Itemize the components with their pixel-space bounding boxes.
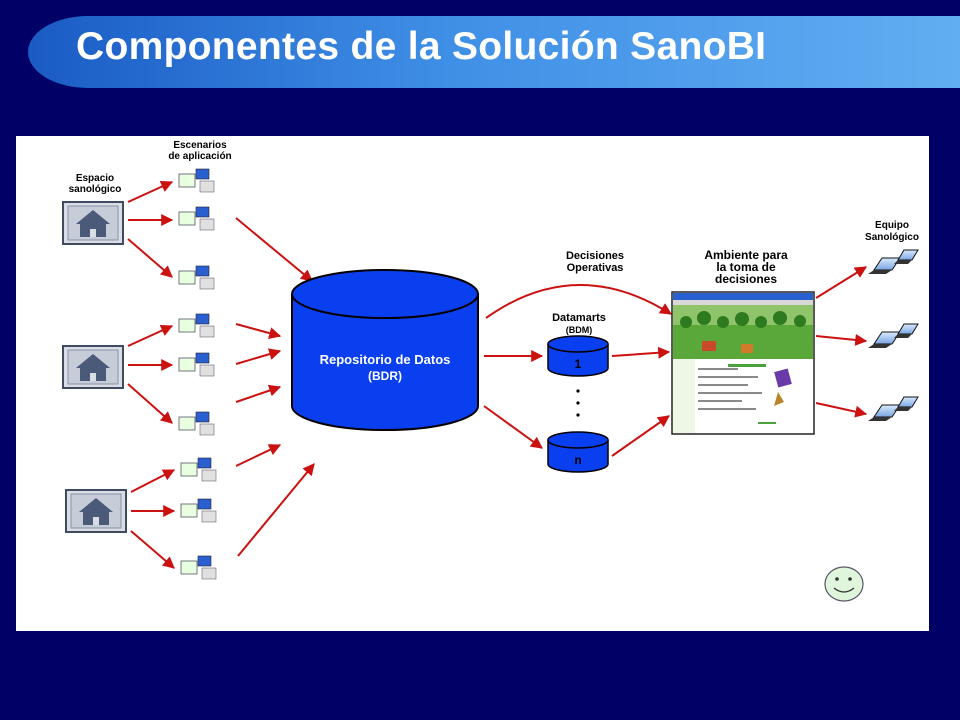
arrow-operational-decisions [485,284,673,319]
document-icon [178,168,215,193]
datamarts-label-line1: Datamarts [552,312,606,324]
arrows-to-datamarts [483,346,671,457]
decisions-label-line2: Operativas [567,262,624,274]
repository-database [291,269,479,431]
document-icon [178,411,215,436]
laptop-icon [868,249,919,274]
document-icon [178,206,215,231]
space-label-line1: Espacio [76,173,114,184]
document-icon [180,498,217,523]
datamart-database [547,431,609,473]
arrows-to-team [815,266,868,418]
arrows-scenarios-to-repository [235,217,315,557]
laptop-icon [868,396,919,421]
document-icon [178,352,215,377]
repository-label-line1: Repositorio de Datos [320,352,451,367]
smiley-face-icon [824,566,864,602]
ellipsis-dots [576,389,580,417]
datamarts-label-line2: (BDM) [566,325,593,335]
repository-label-line2: (BDR) [368,369,402,383]
scenarios-label-line1: Escenarios [173,140,227,151]
house-icon [62,345,124,389]
title-band [28,16,960,88]
page-title: Componentes de la Solución SanoBI [76,25,767,68]
team-label-line1: Equipo [875,220,909,231]
decisions-label-line1: Decisiones [566,250,624,262]
datamart-last-label: n [574,453,581,467]
decision-environment-screenshot [671,291,815,435]
diagram-canvas: Escenarios de aplicación Espacio sanológ… [16,136,929,631]
environment-label-line1: Ambiente para [704,248,788,262]
laptop-icon [868,323,919,348]
environment-label-line2: la toma de [716,260,776,274]
arrows-house-to-scenarios [127,181,176,569]
document-icon [180,457,217,482]
datamart-first-label: 1 [575,357,582,371]
datamart-database [547,335,609,377]
house-icon [65,489,127,533]
document-icon [178,265,215,290]
document-icon [178,313,215,338]
document-icon [180,555,217,580]
house-icon [62,201,124,245]
scenarios-label-line2: de aplicación [168,151,231,162]
team-label-line2: Sanológico [865,232,919,243]
space-label-line2: sanológico [69,184,122,195]
environment-label-line3: decisiones [715,272,777,286]
